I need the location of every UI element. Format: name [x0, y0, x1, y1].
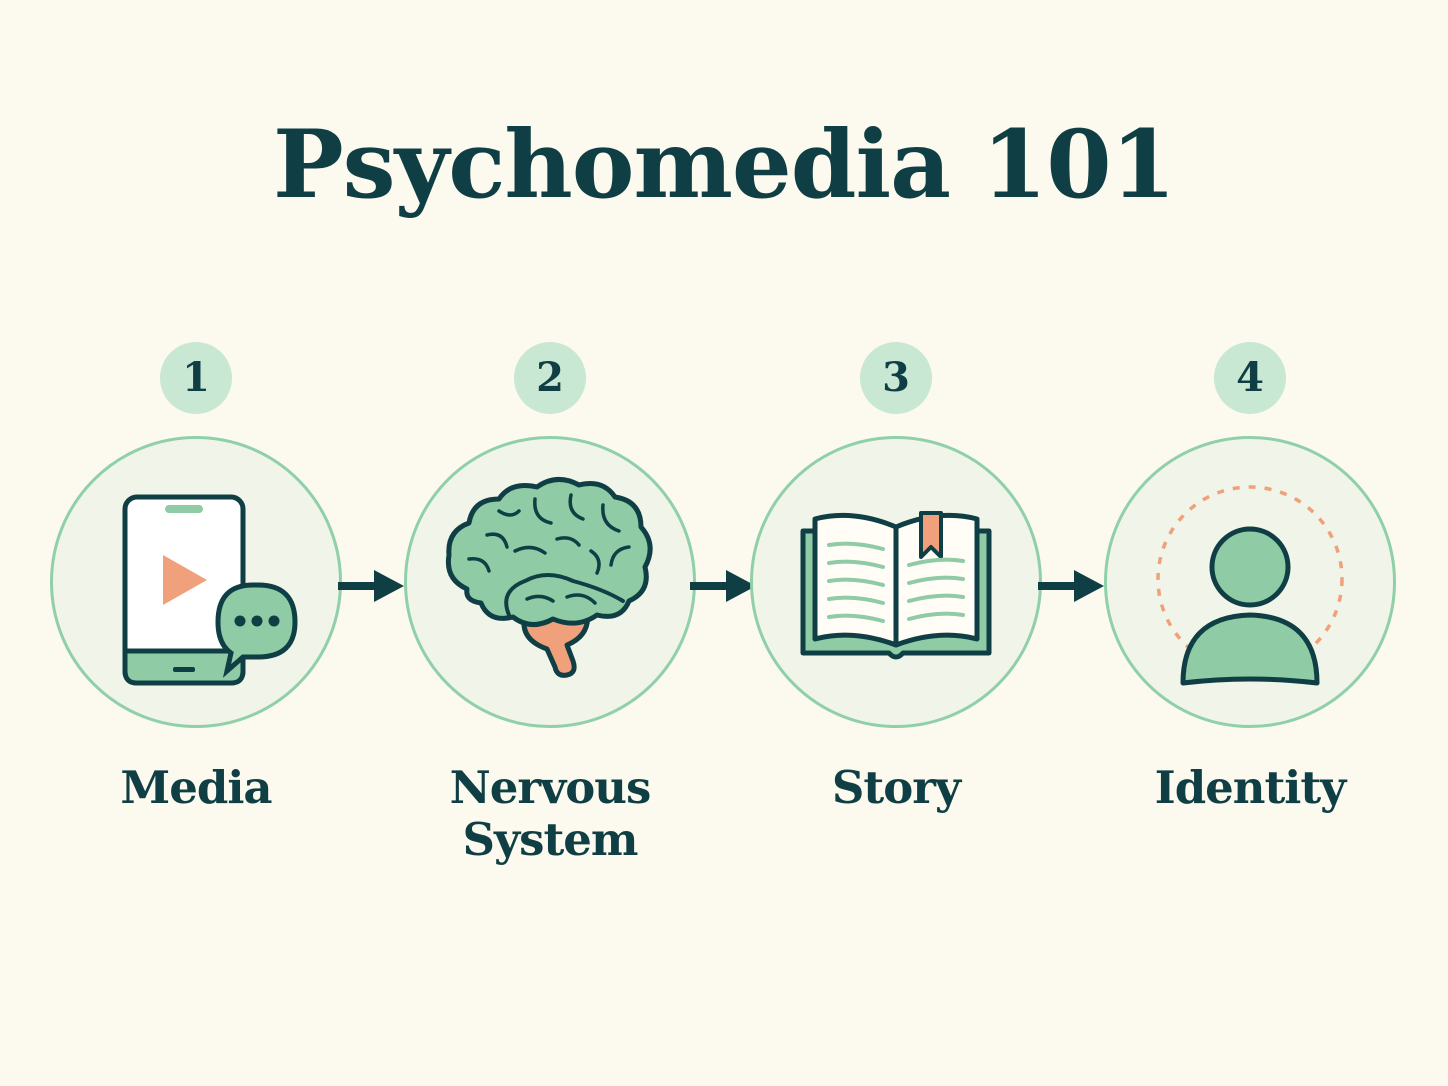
step-circle-story	[750, 436, 1042, 728]
open-book-icon	[800, 511, 992, 660]
page-title: Psychomedia 101	[272, 110, 1176, 220]
step-number-badge-3: 3	[860, 342, 932, 414]
step-label-line: Story	[831, 761, 961, 814]
step-label-line: Media	[120, 761, 272, 814]
step-circle-identity	[1104, 436, 1396, 728]
step-circle-nervous-system	[404, 436, 696, 728]
step-label-identity: Identity	[1100, 762, 1400, 814]
step-label-media: Media	[46, 762, 346, 814]
step-label-line: Identity	[1154, 761, 1347, 814]
step-label-nervous-system: Nervous System	[400, 762, 700, 866]
arrow-right-icon	[690, 570, 756, 602]
step-label-story: Story	[746, 762, 1046, 814]
step-number-badge-1: 1	[160, 342, 232, 414]
step-circle-media	[50, 436, 342, 728]
step-label-line: Nervous	[449, 761, 652, 814]
step-number-badge-2: 2	[514, 342, 586, 414]
step-number-badge-4: 4	[1214, 342, 1286, 414]
brain-icon	[445, 477, 653, 678]
step-label-line: System	[462, 813, 638, 866]
smartphone-video-chat-icon	[122, 494, 298, 686]
arrow-right-icon	[338, 570, 404, 602]
arrow-right-icon	[1038, 570, 1104, 602]
person-icon	[1156, 485, 1344, 686]
